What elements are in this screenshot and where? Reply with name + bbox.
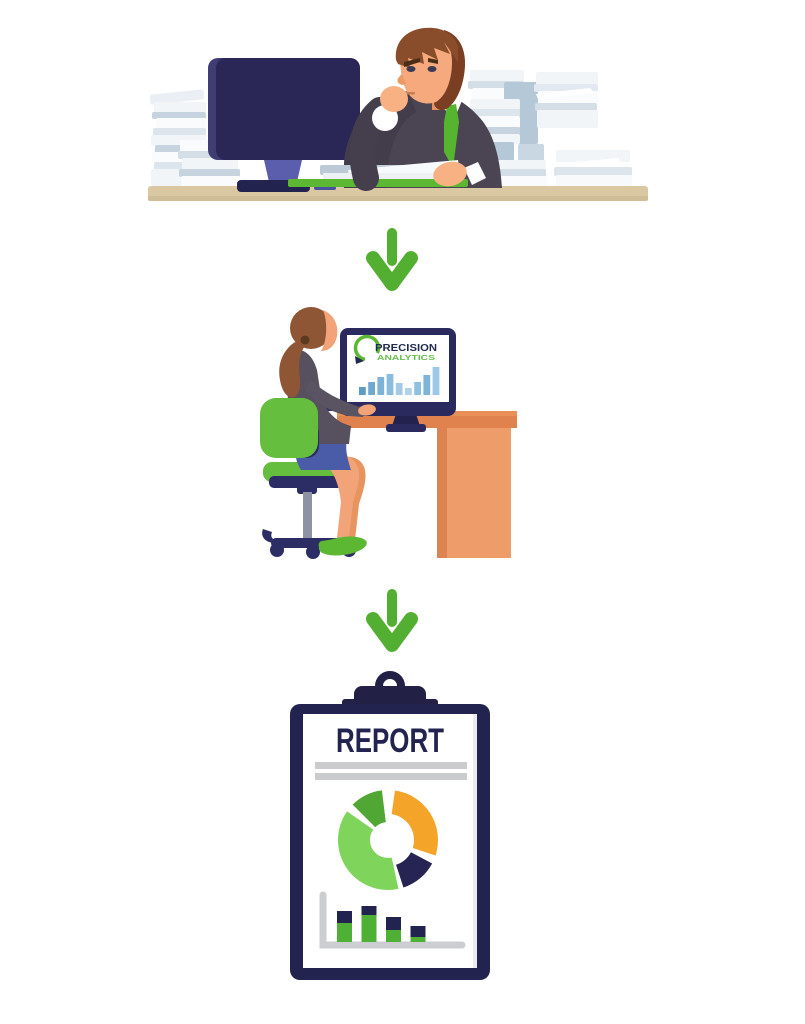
businessman-figure xyxy=(288,27,502,191)
right-eye xyxy=(427,66,437,72)
hair-clip xyxy=(300,335,310,345)
desktop-monitor-icon xyxy=(208,58,360,192)
hand-on-cheek xyxy=(380,86,408,112)
logo-arrowhead-icon xyxy=(355,356,364,364)
paper-stack-icon xyxy=(468,70,632,186)
report-clipboard-illustration: REPORT xyxy=(290,671,490,980)
bar-cap xyxy=(361,906,377,915)
ponytail xyxy=(279,342,305,398)
report-bar-chart xyxy=(319,891,466,949)
bar xyxy=(423,375,431,395)
bar xyxy=(405,388,412,395)
face xyxy=(321,310,338,351)
desk xyxy=(148,186,648,201)
left-eye xyxy=(406,66,416,72)
monitor-base xyxy=(386,424,426,432)
shirt-cuff xyxy=(464,162,486,185)
bar-cap xyxy=(337,911,352,923)
right-eyebrow xyxy=(428,58,438,64)
bar xyxy=(368,382,375,395)
hand xyxy=(358,404,376,416)
report-text-line xyxy=(315,762,467,769)
shoe xyxy=(318,536,367,556)
paper-stack-icon xyxy=(149,89,240,186)
front-leg xyxy=(325,454,360,538)
bar xyxy=(395,383,403,395)
paper-shadow xyxy=(473,714,477,968)
bar xyxy=(432,367,440,395)
analyst-at-computer-illustration: PRECISION ANALYTICS xyxy=(260,307,517,559)
report-text-line xyxy=(315,773,467,780)
bar xyxy=(386,374,394,395)
arm xyxy=(305,380,365,417)
nose xyxy=(397,74,406,85)
bar-cap xyxy=(410,926,426,937)
hair-fringe xyxy=(395,27,458,69)
logo-line2: ANALYTICS xyxy=(377,355,435,362)
bar-cap xyxy=(386,917,401,930)
down-arrow-icon xyxy=(366,228,418,291)
chair-backrest xyxy=(260,398,319,458)
down-arrow-icon xyxy=(366,589,418,652)
bar xyxy=(359,387,366,395)
hand-on-papers xyxy=(433,161,467,187)
bar xyxy=(377,377,385,395)
report-title: REPORT xyxy=(336,722,444,760)
chart-axes xyxy=(319,891,466,949)
tie xyxy=(444,104,459,168)
donut-segment-navy xyxy=(396,852,433,888)
screen-bar-chart xyxy=(359,367,440,395)
analytics-monitor: PRECISION ANALYTICS xyxy=(340,328,456,432)
report-donut-chart xyxy=(337,790,438,891)
bar xyxy=(414,382,421,395)
overworked-businessman-illustration xyxy=(148,27,648,201)
donut-segment-orange xyxy=(391,790,438,856)
donut-segment-light-green xyxy=(337,811,399,891)
logo-line1: PRECISION xyxy=(375,342,437,354)
head-hair xyxy=(290,307,332,349)
donut-segment-dark-green xyxy=(352,790,386,828)
left-eyebrow xyxy=(404,58,420,67)
monitor-stand xyxy=(392,414,420,426)
